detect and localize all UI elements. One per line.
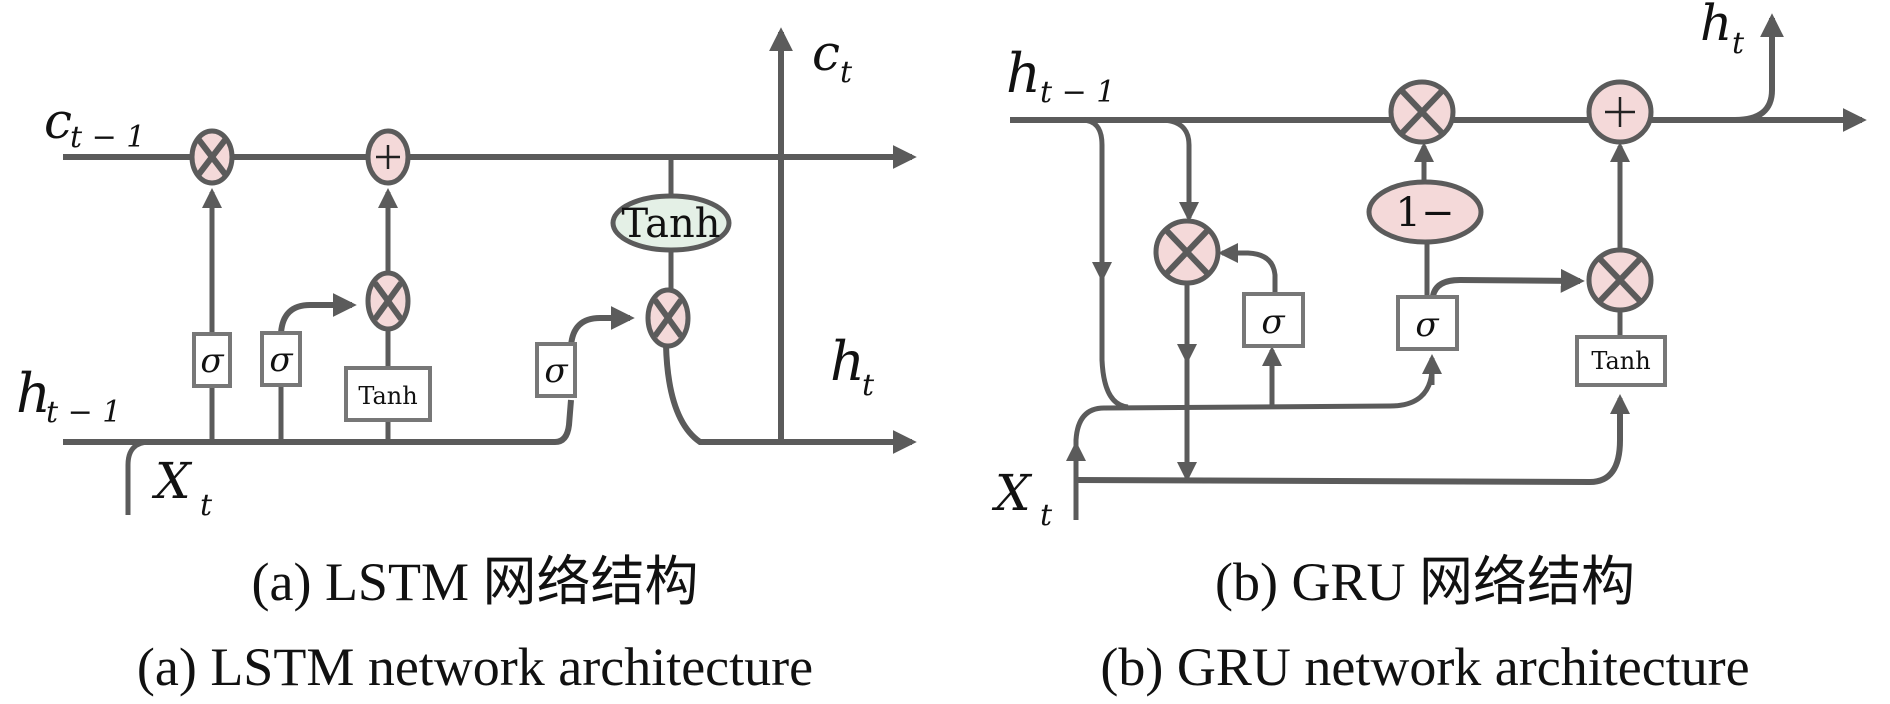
lstm-output-gate-wire (568, 306, 635, 347)
lstm-hidden-output-line (663, 344, 917, 454)
lstm-forget-multiply-op (189, 128, 235, 186)
lstm-forget-gate: σ (192, 332, 232, 388)
svg-text:t: t (862, 368, 875, 403)
svg-text:c: c (812, 24, 840, 82)
lstm-input-wire-top (278, 293, 357, 334)
lstm-hidden-line (63, 399, 574, 445)
lstm-output-gate-label: σ (544, 351, 568, 391)
gru-right-multiply-op (1586, 247, 1654, 313)
gru-update-gate: σ (1396, 295, 1459, 351)
svg-text:t: t (200, 488, 213, 523)
gru-diagram: 1− σ σ Tanh h t − 1 h t X t (991, 0, 1867, 533)
lstm-output-gate: σ (535, 342, 577, 398)
svg-text:t: t (840, 55, 853, 90)
gru-mid-line (1073, 369, 1435, 470)
gru-bottom-line (1075, 410, 1623, 486)
lstm-caption-cn: (a) LSTM 网络结构 (252, 552, 699, 612)
gru-caption-en: (b) GRU network architecture (1100, 637, 1749, 697)
svg-text:h: h (830, 330, 865, 393)
svg-text:t: t (1732, 26, 1745, 61)
lstm-input-multiply-op (365, 270, 411, 332)
gru-reset-gate-wire (1218, 243, 1278, 294)
gru-reset-multiply-op (1153, 218, 1221, 286)
gru-hprev-branch-left (1081, 117, 1129, 410)
gru-reset-gate-label: σ (1261, 302, 1285, 342)
gru-ht-output-line (1734, 13, 1784, 123)
lstm-xt-label: X t (151, 452, 213, 523)
svg-text:X: X (151, 452, 193, 510)
lstm-cell-tanh-label: Tanh (622, 201, 721, 247)
gru-caption-cn: (b) GRU 网络结构 (1215, 552, 1635, 612)
gru-add-op (1586, 79, 1654, 145)
gru-one-minus-op: 1− (1366, 179, 1484, 245)
gru-candidate-gate: Tanh (1575, 335, 1667, 387)
lstm-output-multiply-op (645, 287, 691, 349)
lstm-cell-add-op (365, 128, 411, 186)
gru-candidate-gate-label: Tanh (1591, 347, 1650, 375)
lstm-input-gate: σ (260, 331, 302, 387)
lstm-c-next-label: c t (812, 24, 853, 90)
lstm-caption-en: (a) LSTM network architecture (137, 637, 813, 697)
lstm-h-next-label: h t (830, 330, 875, 403)
gru-one-minus-label: 1− (1396, 190, 1455, 236)
svg-text:t: t (1040, 498, 1053, 533)
svg-text:c: c (44, 92, 72, 150)
lstm-xt-input-line (125, 439, 151, 515)
svg-text:t − 1: t − 1 (46, 395, 121, 430)
gru-h-next-label: h t (1700, 0, 1745, 61)
gru-update-to-right-multiply (1430, 268, 1585, 297)
gru-update-gate-label: σ (1415, 305, 1439, 345)
lstm-candidate-gate: Tanh (344, 366, 432, 422)
svg-text:h: h (1006, 42, 1041, 105)
lstm-c-prev-label: c t − 1 (44, 92, 145, 155)
svg-text:t − 1: t − 1 (70, 120, 145, 155)
lstm-input-gate-label: σ (269, 340, 293, 380)
svg-text:t − 1: t − 1 (1040, 75, 1115, 110)
svg-text:h: h (1700, 0, 1732, 52)
lstm-diagram: Tanh σ σ Tanh σ c t − 1 c t h (16, 24, 917, 523)
svg-text:X: X (991, 464, 1033, 522)
gru-xt-label: X t (991, 464, 1053, 533)
lstm-forget-gate-label: σ (200, 341, 224, 381)
svg-text:h: h (16, 362, 51, 425)
gru-hprev-branch-reset (1159, 117, 1199, 222)
gru-h-prev-label: h t − 1 (1006, 42, 1115, 110)
gru-reset-gate: σ (1242, 292, 1305, 348)
gru-top-multiply-op (1388, 79, 1456, 145)
lstm-h-prev-label: h t − 1 (16, 362, 121, 430)
lstm-candidate-gate-label: Tanh (358, 382, 417, 410)
lstm-cell-tanh-op: Tanh (610, 193, 732, 253)
